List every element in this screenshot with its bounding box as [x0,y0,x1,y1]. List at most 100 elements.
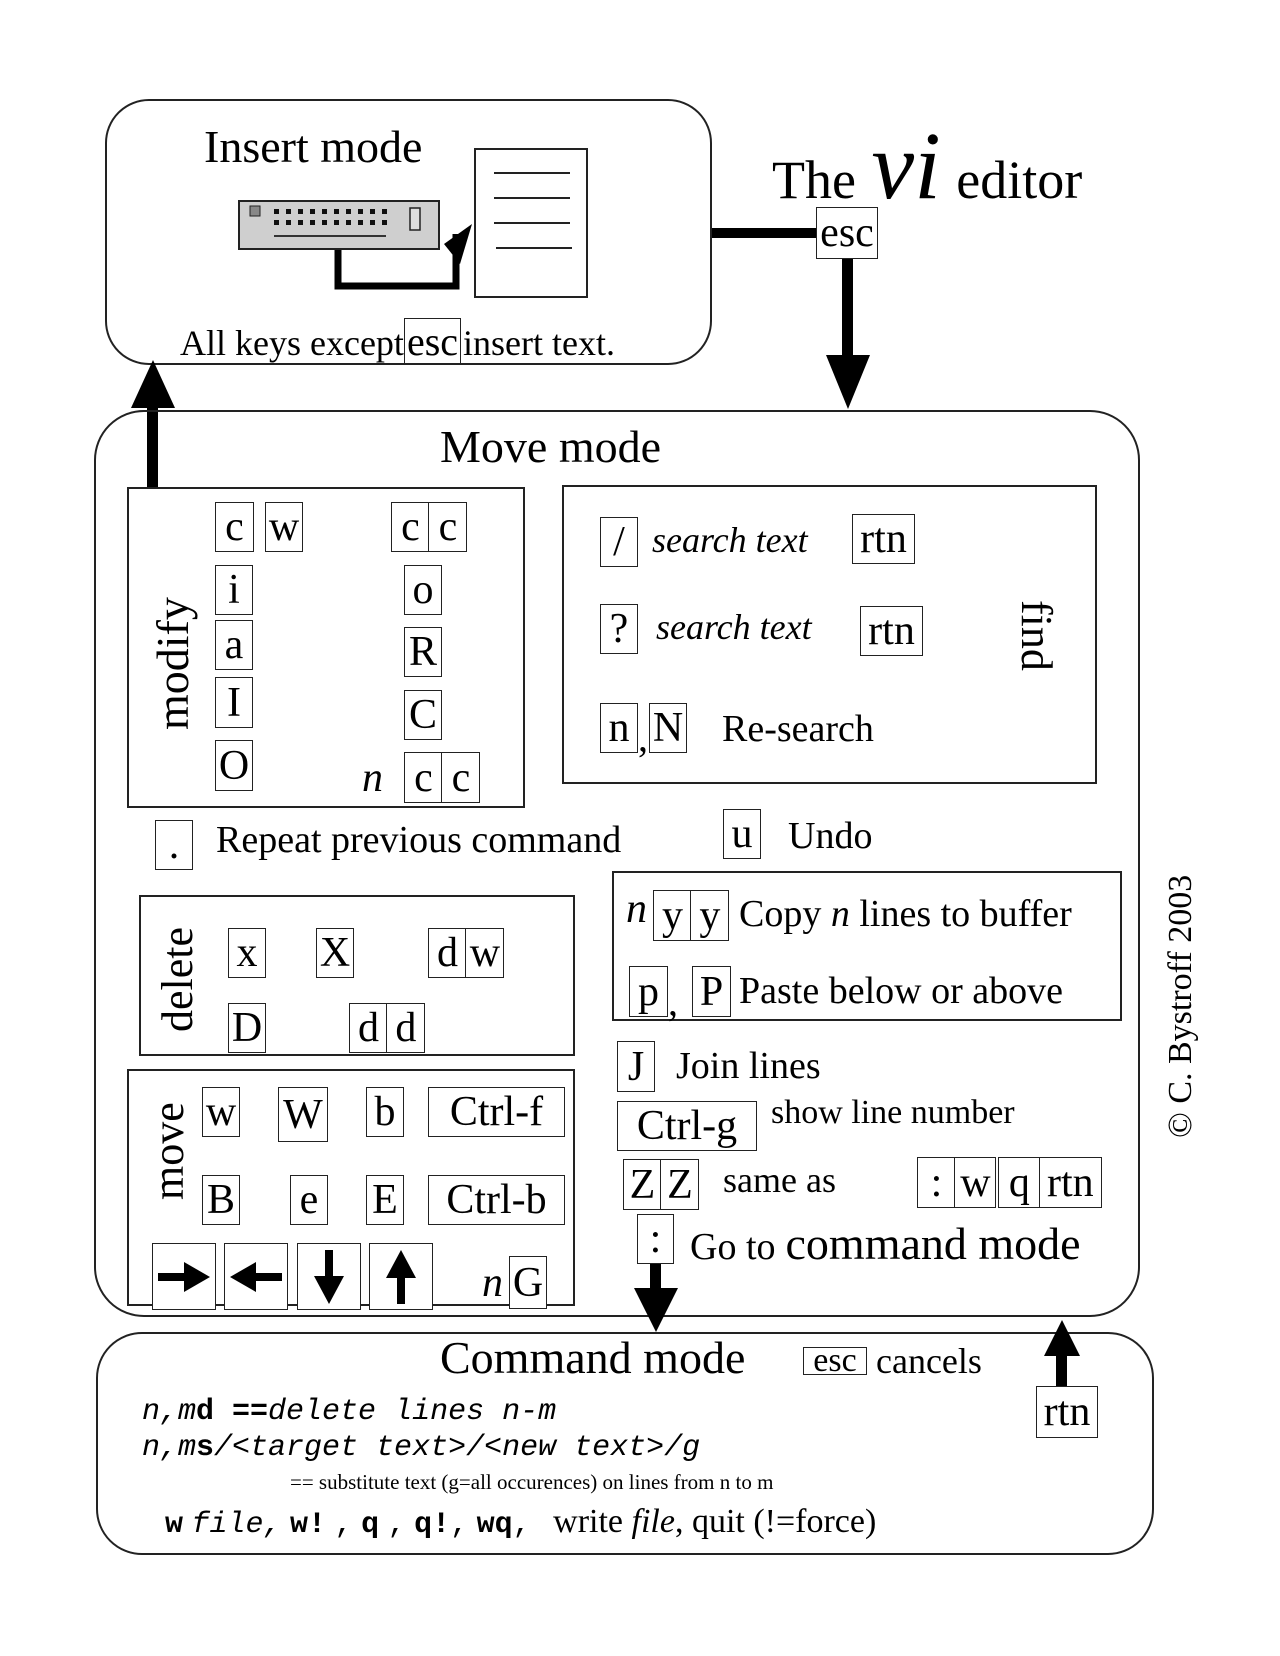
key-u[interactable]: u [723,809,761,859]
key-n[interactable]: n [600,703,638,753]
key-Z[interactable]: Z [660,1159,700,1210]
key-c[interactable]: c [428,502,468,552]
key-left-arrow[interactable] [224,1243,288,1310]
command-line-delete: n,md ==delete lines n-m [142,1397,556,1427]
key-c[interactable]: c [391,502,430,552]
sep: , [334,1508,353,1542]
key-E[interactable]: E [366,1175,404,1225]
delete-label: delete [153,926,202,1032]
key-c[interactable]: c [441,752,481,803]
search-text-label: search text [656,607,812,647]
key-rtn[interactable]: rtn [1038,1157,1102,1208]
key-R[interactable]: R [404,627,442,677]
modify-label: modify [147,597,198,730]
paste-text: Paste below or above [739,970,1063,1012]
key-X[interactable]: X [316,928,354,978]
key-y[interactable]: y [690,890,730,941]
key-d[interactable]: d [428,928,467,978]
esc-key-inline[interactable]: esc [403,318,462,365]
key-ZZ[interactable]: Z Z [623,1159,700,1210]
key-w[interactable]: w [954,1157,997,1208]
key-colon-wq-rtn[interactable]: : w q rtn [917,1157,1102,1208]
key-p[interactable]: p [629,966,668,1017]
insert-mode-panel [105,99,712,365]
range-prefix: n,m [142,1395,197,1429]
key-D[interactable]: D [228,1003,266,1053]
rtn-key[interactable]: rtn [852,514,915,564]
key-d[interactable]: d [349,1003,388,1053]
key-G[interactable]: G [509,1256,547,1309]
key-question[interactable]: ? [600,604,638,654]
key-P[interactable]: P [692,966,731,1017]
right-arrow-icon [158,1261,210,1292]
insert-to-esc-connector [712,228,818,238]
key-right-arrow[interactable] [152,1243,216,1310]
key-ctrl-b[interactable]: Ctrl-b [428,1175,565,1225]
key-w[interactable]: w [265,502,303,552]
key-Z[interactable]: Z [623,1159,662,1210]
copy-text-after: lines to buffer [859,893,1072,935]
esc-key[interactable]: esc [816,207,878,259]
key-down-arrow[interactable] [297,1243,361,1310]
cmd-d: d [196,1395,215,1429]
key-I[interactable]: I [215,677,253,728]
key-w[interactable]: w [202,1087,240,1137]
key-C[interactable]: C [404,690,442,740]
cmd-wq: wq [476,1508,513,1542]
key-B[interactable]: B [202,1175,240,1225]
key-J[interactable]: J [617,1041,655,1092]
key-i[interactable]: i [215,565,253,615]
rtn-key[interactable]: rtn [860,606,923,656]
key-period[interactable]: . [155,820,193,870]
command-line-substitute: n,ms/<target text>/<new text>/g [142,1433,700,1463]
key-d[interactable]: d [386,1003,426,1053]
undo-text: Undo [788,815,873,857]
key-a[interactable]: a [215,620,253,670]
cmd-w: w [165,1508,184,1542]
key-W[interactable]: W [278,1087,328,1142]
cmd-s: s [196,1431,215,1465]
key-c[interactable]: c [215,502,254,552]
key-O[interactable]: O [215,740,253,791]
caption-before: All keys except [180,323,404,363]
key-colon[interactable]: : [917,1157,956,1208]
key-x[interactable]: x [228,928,266,978]
key-slash[interactable]: / [600,517,638,567]
key-o[interactable]: o [404,565,442,615]
find-box [562,485,1097,784]
goto-text-small: Go to [690,1226,776,1268]
key-w[interactable]: w [465,928,505,978]
move-mode-panel [94,410,1140,1317]
sep: , [512,1508,531,1542]
key-e[interactable]: e [290,1175,328,1225]
key-ncc[interactable]: c c [404,752,481,803]
search-text-label: search text [652,520,808,560]
key-ctrl-f[interactable]: Ctrl-f [428,1087,565,1137]
key-dd[interactable]: d d [349,1003,426,1053]
key-ctrl-g[interactable]: Ctrl-g [617,1101,757,1151]
copyright-text: © C. Bystroff 2003 [1162,874,1199,1138]
desc-quit: , quit (!=force) [674,1503,877,1540]
keyboard-icon [238,200,440,250]
join-text: Join lines [676,1045,821,1087]
repeat-text: Repeat previous command [216,819,622,861]
esc-cancel-key[interactable]: esc [803,1347,867,1375]
key-cc[interactable]: c c [391,502,468,552]
command-rtn-key[interactable]: rtn [1036,1386,1098,1438]
title-prefix: The [772,150,856,210]
key-colon-command[interactable]: : [637,1214,674,1264]
caption-after: insert text. [463,323,615,363]
key-N[interactable]: N [649,703,687,753]
key-yy[interactable]: y y [653,890,730,941]
key-up-arrow[interactable] [369,1243,433,1310]
find-label: find [1012,600,1061,671]
key-q[interactable]: q [998,1157,1041,1208]
key-c[interactable]: c [404,752,443,803]
rtn-up-arrow-shaft [1056,1354,1067,1386]
key-y[interactable]: y [653,890,692,941]
substitute-note: == substitute text (g=all occurences) on… [290,1470,774,1494]
goto-text-large: command mode [785,1218,1081,1269]
key-dw[interactable]: d w [428,928,505,978]
yank-box [612,871,1122,1021]
key-b[interactable]: b [366,1087,404,1137]
